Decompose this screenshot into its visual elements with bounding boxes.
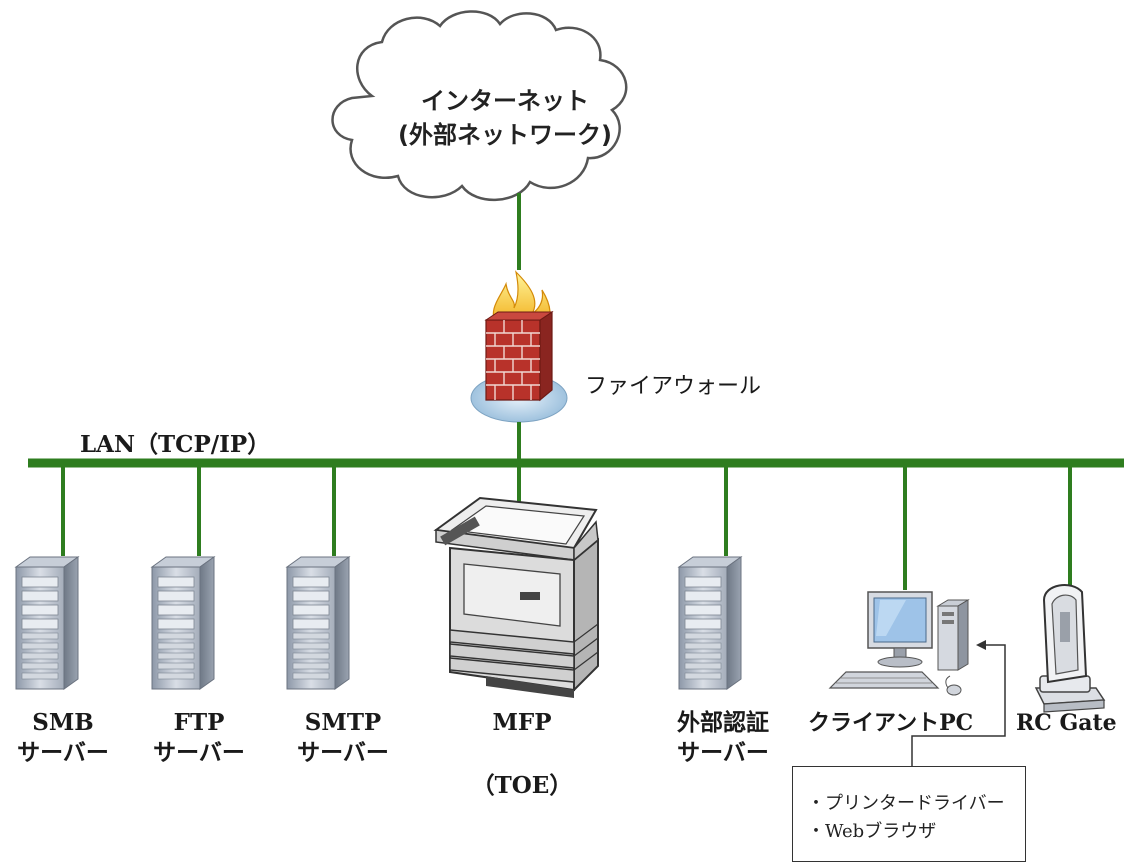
mfp-label: MFP — [457, 708, 587, 738]
rc-gate-label: RC Gate — [1016, 710, 1117, 736]
cloud-line2: (外部ネットワーク) — [398, 121, 612, 149]
drop-lines — [61, 467, 1072, 590]
cloud-line1: インターネット — [421, 87, 589, 115]
ftp-server-label: FTP サーバー — [134, 708, 264, 768]
smtp-server-icon — [286, 556, 350, 690]
smtp-label-line2: サーバー — [297, 739, 389, 766]
firewall-label: ファイアウォール — [585, 374, 762, 399]
callout-item-printer-driver: ・プリンタードライバー — [807, 793, 1005, 814]
auth-server-label: 外部認証 サーバー — [658, 708, 788, 768]
smb-label-line1: SMB — [32, 709, 94, 736]
auth-label-line2: サーバー — [677, 739, 769, 766]
internet-cloud-icon — [331, 10, 628, 201]
firewall-icon — [470, 270, 568, 423]
smtp-label-line1: SMTP — [304, 709, 382, 736]
client-pc-label: クライアントPC — [808, 710, 974, 736]
client-software-callout: ・プリンタードライバー ・Webブラウザ — [792, 766, 1026, 862]
lan-label: LAN（TCP/IP） — [80, 431, 271, 458]
smb-server-icon — [15, 556, 79, 690]
mfp-printer-icon — [433, 496, 599, 698]
auth-server-icon — [678, 556, 742, 690]
internet-cloud-label: インターネット (外部ネットワーク) — [390, 84, 620, 152]
callout-arrowhead — [976, 640, 986, 650]
ftp-label-line2: サーバー — [153, 739, 245, 766]
smb-server-label: SMB サーバー — [0, 708, 128, 768]
auth-label-line1: 外部認証 — [677, 709, 769, 736]
rc-gate-icon — [1034, 584, 1106, 713]
mfp-label-line1: MFP — [492, 709, 552, 736]
ftp-label-line1: FTP — [173, 709, 225, 736]
callout-item-web-browser: ・Webブラウザ — [807, 821, 937, 842]
smb-label-line2: サーバー — [17, 739, 109, 766]
toe-label: （TOE） — [471, 772, 573, 799]
ftp-server-icon — [151, 556, 215, 690]
smtp-server-label: SMTP サーバー — [278, 708, 408, 768]
client-pc-icon — [828, 591, 970, 696]
callout-connector — [911, 644, 1006, 766]
